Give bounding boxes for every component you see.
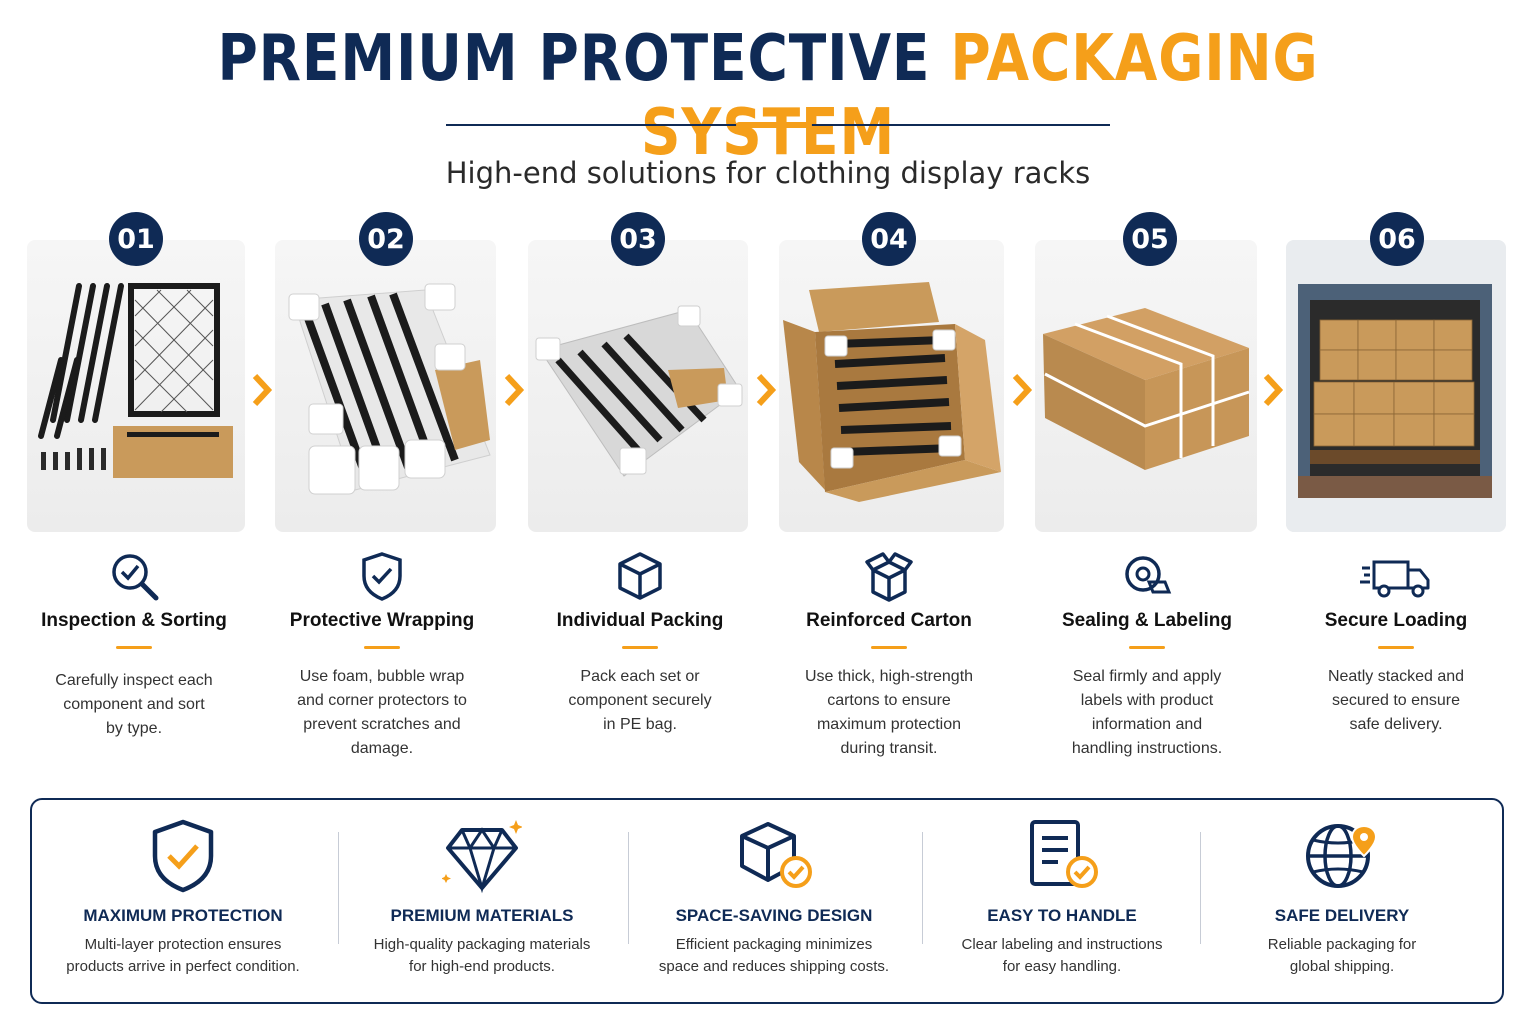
step-title: Secure Loading — [1324, 610, 1468, 631]
title-underline — [871, 646, 907, 649]
feature-divider — [628, 832, 629, 944]
page-subtitle: High-end solutions for clothing display … — [445, 156, 1091, 190]
chevron-right-icon — [1012, 373, 1033, 407]
feature-description: Clear labeling and instructions for easy… — [961, 936, 1163, 975]
step-info-02: Protective Wrapping Use foam, bubble wra… — [277, 550, 487, 761]
feature-description: Multi-layer protection ensures products … — [66, 936, 300, 975]
chevron-right-icon — [504, 373, 525, 407]
title-underline — [1129, 646, 1165, 649]
step-photo-pe-bag — [528, 240, 748, 532]
step-title: Sealing & Labeling — [1062, 610, 1232, 631]
feature-title: SAFE DELIVERY — [1274, 906, 1410, 925]
feature-divider — [922, 832, 923, 944]
feature-maximum-protection: MAXIMUM PROTECTION Multi-layer protectio… — [46, 818, 320, 978]
step-number-badge: 02 — [359, 212, 413, 266]
header-divider-accent — [736, 122, 812, 128]
title-underline — [116, 646, 152, 649]
globe-pin-icon — [1306, 824, 1378, 888]
title-underline — [622, 646, 658, 649]
step-info-03: Individual Packing Pack each set or comp… — [540, 550, 740, 737]
step-photo-container-loading — [1286, 240, 1506, 532]
step-number-badge: 06 — [1370, 212, 1424, 266]
delivery-truck-icon — [1360, 560, 1430, 598]
feature-description: Efficient packaging minimizes space and … — [658, 936, 890, 975]
step-number-badge: 01 — [109, 212, 163, 266]
feature-easy-to-handle: EASY TO HANDLE Clear labeling and instru… — [932, 818, 1192, 978]
diamond-icon — [442, 820, 522, 894]
step-description: Seal firmly and apply labels with produc… — [1071, 668, 1223, 757]
step-number-badge: 04 — [862, 212, 916, 266]
features-panel: MAXIMUM PROTECTION Multi-layer protectio… — [30, 798, 1504, 1004]
step-title: Individual Packing — [556, 610, 724, 631]
shield-check-icon — [362, 552, 402, 601]
feature-title: MAXIMUM PROTECTION — [83, 906, 283, 925]
title-underline — [1378, 646, 1414, 649]
feature-title: EASY TO HANDLE — [987, 906, 1137, 925]
open-box-icon — [865, 552, 913, 602]
chevron-right-icon — [756, 373, 777, 407]
step-description: Neatly stacked and secured to ensure saf… — [1327, 668, 1465, 733]
step-number-badge: 03 — [611, 212, 665, 266]
feature-divider — [338, 832, 339, 944]
step-photo-carton — [779, 240, 1004, 532]
cube-icon — [618, 552, 662, 600]
chevron-right-icon — [1263, 373, 1284, 407]
title-underline — [364, 646, 400, 649]
step-photo-sealed-box — [1035, 240, 1257, 532]
step-description: Pack each set or component securely in P… — [568, 668, 712, 733]
step-title: Reinforced Carton — [806, 610, 972, 631]
title-accent: PACKAGING SYSTEM — [640, 22, 1319, 170]
box-check-icon — [740, 822, 812, 888]
feature-divider — [1200, 832, 1201, 944]
feature-description: High-quality packaging materials for hig… — [373, 936, 591, 975]
step-title: Protective Wrapping — [289, 610, 475, 631]
feature-title: SPACE-SAVING DESIGN — [675, 906, 873, 925]
step-info-04: Reinforced Carton Use thick, high-streng… — [789, 550, 989, 761]
feature-safe-delivery: SAFE DELIVERY Reliable packaging for glo… — [1212, 818, 1472, 978]
step-description: Carefully inspect each component and sor… — [55, 672, 213, 737]
feature-description: Reliable packaging for global shipping. — [1267, 936, 1417, 975]
step-title: Inspection & Sorting — [41, 610, 227, 631]
chevron-right-icon — [252, 373, 273, 407]
step-description: Use foam, bubble wrap and corner protect… — [297, 668, 467, 757]
title-primary: PREMIUM PROTECTIVE — [217, 22, 931, 96]
shield-check-icon — [152, 819, 214, 893]
step-photo-wrapping — [275, 240, 496, 532]
feature-premium-materials: PREMIUM MATERIALS High-quality packaging… — [352, 818, 612, 978]
tape-icon — [1125, 556, 1172, 594]
step-info-05: Sealing & Labeling Seal firmly and apply… — [1042, 550, 1252, 761]
step-number-badge: 05 — [1123, 212, 1177, 266]
magnifier-check-icon — [112, 554, 159, 601]
step-info-06: Secure Loading Neatly stacked and secure… — [1296, 550, 1496, 737]
document-check-icon — [1030, 820, 1098, 888]
page-title: PREMIUM PROTECTIVE PACKAGING SYSTEM — [108, 22, 1429, 170]
step-info-01: Inspection & Sorting Carefully inspect e… — [34, 550, 234, 741]
step-description: Use thick, high-strength cartons to ensu… — [804, 668, 974, 757]
feature-title: PREMIUM MATERIALS — [390, 906, 574, 925]
feature-space-saving-design: SPACE-SAVING DESIGN Efficient packaging … — [644, 818, 904, 978]
step-photo-parts — [27, 240, 245, 532]
